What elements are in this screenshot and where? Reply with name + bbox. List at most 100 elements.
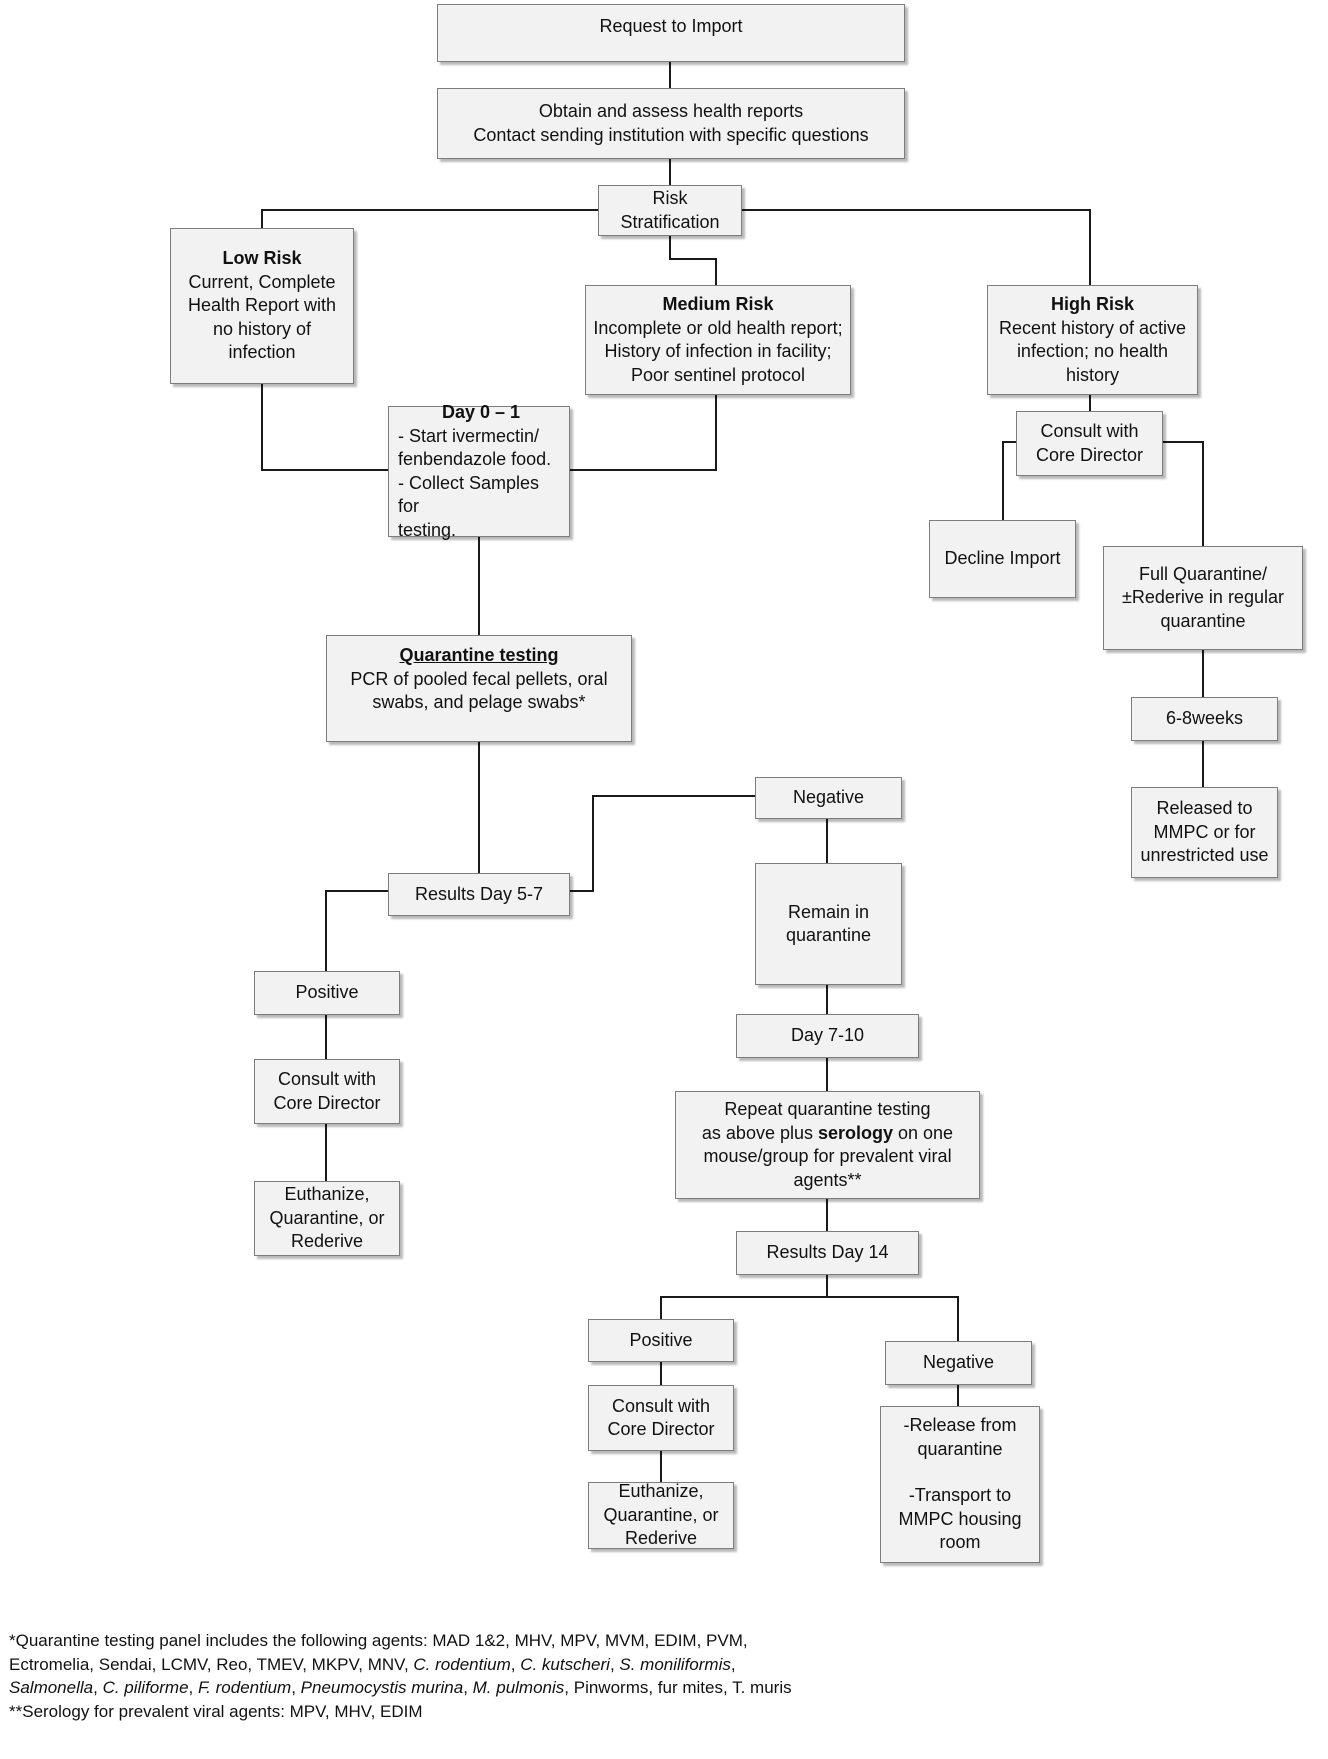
negative-second-box: Negative xyxy=(885,1341,1032,1385)
consult-core-director-pos1-box: Consult with Core Director xyxy=(254,1059,400,1124)
connector xyxy=(669,236,717,285)
remain-line-1: Remain in xyxy=(787,901,870,922)
euthanize2-line-2: Quarantine, or xyxy=(603,1504,719,1525)
connector xyxy=(1002,441,1016,520)
release-transport-box: -Release from quarantine -Transport to M… xyxy=(880,1406,1040,1563)
footnote-line-1: *Quarantine testing panel includes the f… xyxy=(9,1631,748,1650)
serology-emphasis: serology xyxy=(817,1122,894,1143)
remain-in-quarantine-box: Remain in quarantine xyxy=(755,863,902,985)
high-risk-line-2: infection; no health xyxy=(1016,341,1169,361)
euthanize1-line-3: Rederive xyxy=(290,1231,364,1252)
medium-risk-box: Medium Risk Incomplete or old health rep… xyxy=(585,285,851,395)
connector xyxy=(261,209,598,228)
high-risk-line-3: history xyxy=(1065,364,1119,385)
medium-risk-line-2: History of infection in facility; xyxy=(604,341,832,361)
euthanize1-line-1: Euthanize, xyxy=(284,1184,370,1205)
consult-pos2-line-1: Consult with xyxy=(611,1395,711,1416)
consult-high-line-1: Consult with xyxy=(1040,421,1139,441)
day-0-1-line-1: - Start ivermectin/ xyxy=(398,425,540,446)
negative-second-label: Negative xyxy=(922,1352,995,1373)
footnote-line-2: Ectromelia, Sendai, LCMV, Reo, TMEV, MKP… xyxy=(9,1654,736,1674)
day-7-10-box: Day 7-10 xyxy=(736,1014,919,1058)
results-day-5-7-label: Results Day 5-7 xyxy=(414,883,544,904)
quarantine-testing-title: Quarantine testing xyxy=(399,645,559,665)
full-quarantine-line-2: ±Rederive in regular xyxy=(1122,587,1284,608)
results-day-14-box: Results Day 14 xyxy=(736,1231,919,1275)
quarantine-testing-box: Quarantine testing PCR of pooled fecal p… xyxy=(326,635,632,742)
medium-risk-line-3: Poor sentinel protocol xyxy=(630,364,806,385)
low-risk-line-1: Current, Complete xyxy=(188,271,336,292)
high-risk-line-1: Recent history of active xyxy=(998,317,1187,338)
medium-risk-title: Medium Risk xyxy=(662,294,774,314)
day-7-10-label: Day 7-10 xyxy=(790,1025,865,1046)
day-0-1-line-2: fenbendazole food. xyxy=(398,449,552,469)
release-line-4: MMPC housing xyxy=(898,1508,1022,1529)
results-day-14-label: Results Day 14 xyxy=(766,1242,889,1263)
repeat-line-4: agents** xyxy=(793,1169,862,1190)
high-risk-box: High Risk Recent history of active infec… xyxy=(987,285,1198,395)
release-line-3: -Transport to xyxy=(908,1485,1012,1506)
euthanize-first-box: Euthanize, Quarantine, or Rederive xyxy=(254,1181,400,1256)
quarantine-testing-line-2: swabs, and pelage swabs* xyxy=(372,692,586,712)
low-risk-box: Low Risk Current, Complete Health Report… xyxy=(170,228,354,384)
low-risk-line-3: no history of xyxy=(212,318,312,339)
repeat-line-3: mouse/group for prevalent viral xyxy=(703,1146,952,1166)
repeat-line-1: Repeat quarantine testing xyxy=(724,1099,931,1119)
connector xyxy=(325,890,388,971)
results-day-5-7-box: Results Day 5-7 xyxy=(388,873,570,916)
consult-pos2-line-2: Core Director xyxy=(607,1419,715,1439)
connector xyxy=(570,795,755,892)
positive-first-box: Positive xyxy=(254,971,400,1015)
released-line-2: MMPC or for xyxy=(1153,821,1256,842)
full-quarantine-box: Full Quarantine/ ±Rederive in regular qu… xyxy=(1103,546,1303,650)
positive-first-label: Positive xyxy=(295,982,359,1003)
consult-core-director-high-box: Consult with Core Director xyxy=(1016,411,1163,476)
positive-second-label: Positive xyxy=(629,1329,693,1350)
repeat-line-2: as above plus serology on one xyxy=(701,1122,954,1143)
release-line-5: room xyxy=(939,1532,981,1553)
consult-pos1-line-2: Core Director xyxy=(273,1092,381,1113)
connector xyxy=(570,395,717,471)
full-quarantine-line-1: Full Quarantine/ xyxy=(1138,563,1268,584)
decline-import-label: Decline Import xyxy=(944,548,1061,569)
request-to-import-box: Request to Import xyxy=(437,4,905,62)
released-mmpc-box: Released to MMPC or for unrestricted use xyxy=(1131,787,1278,878)
footnote-line-3: Salmonella, C. piliforme, F. rodentium, … xyxy=(9,1678,792,1697)
connector xyxy=(1163,441,1204,546)
release-line-2: quarantine xyxy=(917,1438,1003,1459)
risk-line-2: Stratification xyxy=(620,211,720,232)
medium-risk-line-1: Incomplete or old health report; xyxy=(593,317,843,338)
day-0-1-box: Day 0 – 1 - Start ivermectin/ fenbendazo… xyxy=(388,402,570,540)
footnote-line-4: **Serology for prevalent viral agents: M… xyxy=(9,1701,423,1721)
obtain-health-reports-box: Obtain and assess health reports Contact… xyxy=(437,88,905,159)
obtain-line-2: Contact sending institution with specifi… xyxy=(473,124,869,145)
risk-line-1: Risk xyxy=(652,188,688,208)
remain-line-2: quarantine xyxy=(785,925,872,945)
repeat-quarantine-testing-box: Repeat quarantine testing as above plus … xyxy=(675,1091,980,1199)
euthanize1-line-2: Quarantine, or xyxy=(269,1207,385,1228)
request-to-import-label: Request to Import xyxy=(599,16,743,36)
day-0-1-line-4: testing. xyxy=(398,519,457,540)
six-eight-weeks-label: 6-8weeks xyxy=(1165,708,1244,729)
decline-import-box: Decline Import xyxy=(929,520,1076,598)
euthanize2-line-1: Euthanize, xyxy=(618,1481,704,1502)
euthanize-second-box: Euthanize, Quarantine, or Rederive xyxy=(588,1481,734,1549)
negative-first-box: Negative xyxy=(755,777,902,819)
connector xyxy=(261,384,388,471)
low-risk-title: Low Risk xyxy=(222,248,302,268)
released-line-1: Released to xyxy=(1156,798,1253,819)
low-risk-line-2: Health Report with xyxy=(187,295,337,315)
connector xyxy=(742,209,1091,285)
six-eight-weeks-box: 6-8weeks xyxy=(1131,697,1278,741)
footnote: *Quarantine testing panel includes the f… xyxy=(9,1629,1309,1723)
release-line-1: -Release from xyxy=(903,1415,1017,1436)
risk-stratification-box: Risk Stratification xyxy=(598,185,742,236)
positive-second-box: Positive xyxy=(588,1319,734,1362)
obtain-line-1: Obtain and assess health reports xyxy=(538,101,804,121)
consult-core-director-pos2-box: Consult with Core Director xyxy=(588,1385,734,1451)
day-0-1-line-3: - Collect Samples for xyxy=(398,472,540,517)
connector xyxy=(827,1296,959,1341)
euthanize2-line-3: Rederive xyxy=(624,1528,698,1549)
released-line-3: unrestricted use xyxy=(1140,845,1269,866)
